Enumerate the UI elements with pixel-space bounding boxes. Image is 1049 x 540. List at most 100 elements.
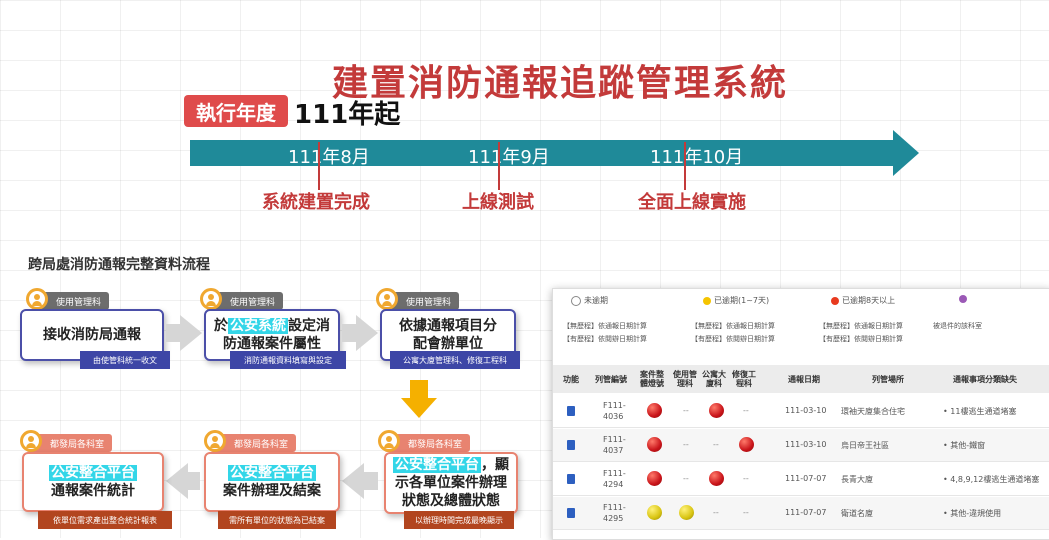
case-id: 4294 bbox=[603, 480, 624, 489]
person-icon bbox=[204, 430, 226, 452]
step-1-sub: 由使管科統一收文 bbox=[80, 351, 170, 369]
legend-dot-yellow bbox=[703, 296, 711, 305]
status-empty: -- bbox=[713, 508, 719, 517]
place-name: 長青大廈 bbox=[841, 475, 873, 484]
report-date: 111-07-07 bbox=[785, 508, 827, 517]
person-icon bbox=[26, 288, 48, 310]
issue-text: • 4,8,9,12樓逃生通道堵塞 bbox=[943, 475, 1040, 484]
red-status-light bbox=[647, 403, 662, 418]
yellow-status-light bbox=[679, 505, 694, 520]
step-1-text: 接收消防局通報 bbox=[43, 327, 141, 343]
milestone-tick-3 bbox=[684, 142, 686, 190]
highlight-text: 公安整合平台 bbox=[49, 465, 137, 481]
case-id: F111- bbox=[603, 503, 626, 512]
highlight-text: 公安整合平台 bbox=[228, 465, 316, 481]
legend-note: 【無歷程】依通報日期計算 bbox=[691, 322, 775, 330]
col-header: 公寓大廈科 bbox=[702, 370, 726, 388]
report-date: 111-03-10 bbox=[785, 440, 827, 449]
place-name: 衛道名廈 bbox=[841, 509, 873, 518]
milestone-tick-1 bbox=[318, 142, 320, 190]
case-id: 4037 bbox=[603, 446, 624, 455]
flow-title: 跨局處消防通報完整資料流程 bbox=[28, 257, 210, 273]
highlight-text: 公安系統 bbox=[228, 318, 288, 334]
milestone-desc-2: 上線測試 bbox=[462, 192, 534, 213]
legend-item-1: 未逾期 bbox=[571, 295, 608, 306]
arrow-3-head bbox=[342, 463, 364, 499]
arrow-2-body bbox=[342, 324, 356, 342]
issue-text: • 11樓逃生通道堵塞 bbox=[943, 407, 1017, 416]
yellow-status-light bbox=[647, 505, 662, 520]
timeline-arrowhead bbox=[893, 130, 919, 176]
step-3-tag: 使用管理科 bbox=[376, 288, 460, 310]
step-6-box: 公安整合平台 通報案件統計 bbox=[22, 452, 164, 512]
step-4-sub: 以辦理時間完成最晚顯示 bbox=[404, 511, 514, 529]
case-id: 4295 bbox=[603, 514, 624, 523]
red-status-light bbox=[647, 437, 662, 452]
step-2-box: 於公安系統設定消 防通報案件屬性 bbox=[204, 309, 340, 361]
status-table-panel: 未逾期 已逾期(1~7天) 已逾期8天以上 【無歷程】依通報日期計算 【有歷程】… bbox=[552, 288, 1049, 540]
step-6-tag: 都發局各科室 bbox=[20, 430, 113, 452]
step-5-sub: 需所有單位的狀態為已結案 bbox=[218, 511, 336, 529]
red-status-light bbox=[647, 471, 662, 486]
status-empty: -- bbox=[683, 474, 689, 483]
report-date: 111-07-07 bbox=[785, 474, 827, 483]
legend-item-3: 已逾期8天以上 bbox=[831, 295, 895, 306]
milestone-date-3: 111年10月 bbox=[650, 147, 744, 168]
step-1-tag: 使用管理科 bbox=[26, 288, 110, 310]
col-header: 列管編號 bbox=[595, 375, 627, 384]
legend-note: 【無歷程】依通報日期計算 bbox=[819, 322, 903, 330]
issue-text: • 其他-鐵窗 bbox=[943, 441, 986, 450]
page-title: 建置消防通報追蹤管理系統 bbox=[331, 63, 788, 104]
year-badge: 執行年度 bbox=[184, 95, 288, 127]
status-empty: -- bbox=[683, 406, 689, 415]
document-icon[interactable] bbox=[567, 406, 575, 416]
person-icon bbox=[20, 430, 42, 452]
table-header: 功能 列管編號 案件整體燈號 使用管理科 公寓大廈科 修復工程科 通報日期 列管… bbox=[553, 365, 1049, 393]
status-empty: -- bbox=[743, 508, 749, 517]
milestone-desc-1: 系統建置完成 bbox=[262, 192, 370, 213]
legend-note: 被退件的該科室 bbox=[933, 322, 982, 330]
step-5-box: 公安整合平台 案件辦理及結案 bbox=[204, 452, 340, 512]
legend-dot-red bbox=[831, 296, 839, 305]
person-icon bbox=[200, 288, 222, 310]
timeline-bar bbox=[190, 140, 895, 166]
issue-text: • 其他-違規使用 bbox=[943, 509, 1002, 518]
status-empty: -- bbox=[743, 406, 749, 415]
case-id: F111- bbox=[603, 469, 626, 478]
table-row[interactable]: F111- 4295 -- -- 111-07-07 衛道名廈 • 其他-違規使用 bbox=[553, 497, 1049, 530]
col-header: 功能 bbox=[563, 375, 579, 384]
person-icon bbox=[376, 288, 398, 310]
down-arrow-icon bbox=[401, 398, 437, 418]
document-icon[interactable] bbox=[567, 440, 575, 450]
col-header: 使用管理科 bbox=[673, 370, 697, 388]
step-6-sub: 依單位需求產出整合統計報表 bbox=[38, 511, 172, 529]
highlight-text: 公安整合平台 bbox=[393, 457, 481, 473]
down-arrow-body bbox=[410, 380, 428, 398]
legend-item-2: 已逾期(1~7天) bbox=[703, 295, 769, 306]
arrow-2-head bbox=[356, 315, 378, 351]
case-id: F111- bbox=[603, 435, 626, 444]
legend-note: 【有歷程】依閱辦日期計算 bbox=[563, 335, 647, 343]
status-empty: -- bbox=[713, 440, 719, 449]
arrow-1-body bbox=[166, 324, 180, 342]
document-icon[interactable] bbox=[567, 508, 575, 518]
milestone-date-2: 111年9月 bbox=[468, 147, 550, 168]
col-header: 通報日期 bbox=[788, 375, 820, 384]
status-empty: -- bbox=[683, 440, 689, 449]
case-id: 4036 bbox=[603, 412, 624, 421]
col-header: 案件整體燈號 bbox=[640, 370, 664, 388]
arrow-3-body bbox=[364, 472, 378, 490]
arrow-4-body bbox=[188, 472, 200, 490]
year-text: 111年起 bbox=[294, 100, 401, 130]
person-icon bbox=[378, 430, 400, 452]
step-2-sub: 消防通報資料填寫與設定 bbox=[230, 351, 346, 369]
report-date: 111-03-10 bbox=[785, 406, 827, 415]
red-status-light bbox=[709, 403, 724, 418]
document-icon[interactable] bbox=[567, 474, 575, 484]
red-status-light bbox=[739, 437, 754, 452]
col-header: 列管場所 bbox=[872, 375, 904, 384]
milestone-date-1: 111年8月 bbox=[288, 147, 370, 168]
